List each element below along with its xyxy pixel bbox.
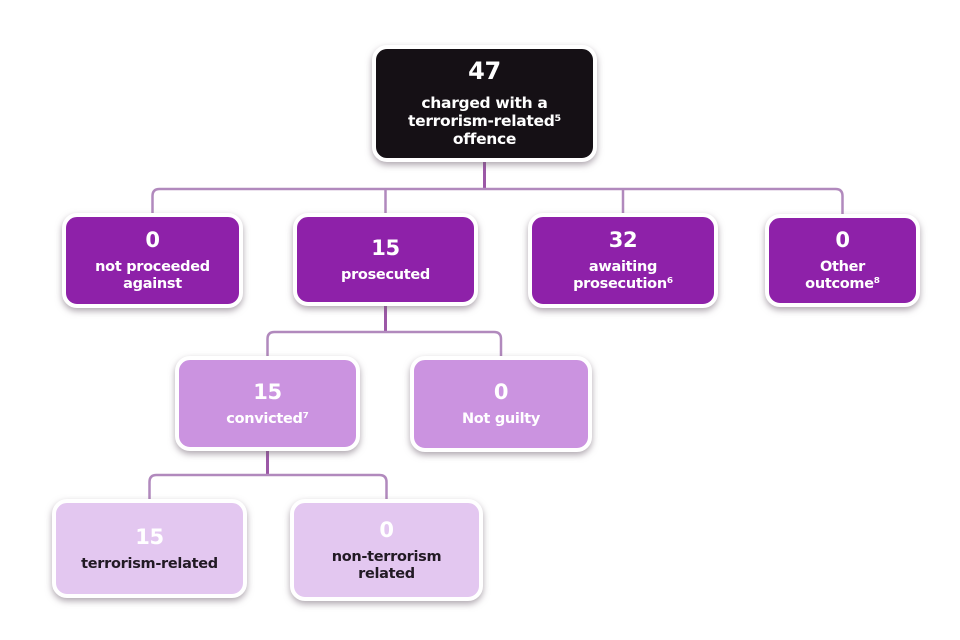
not-guilty-label: Not guilty xyxy=(461,411,541,428)
non-terrorism-related-label: non-terrorism related xyxy=(331,548,442,582)
awaiting-prosecution-label: awaiting prosecution⁶ xyxy=(573,259,673,293)
connector-row2-bracket xyxy=(151,187,844,215)
connector-row4-bracket xyxy=(148,473,388,500)
convicted-value: 15 xyxy=(253,379,282,404)
not-guilty-value: 0 xyxy=(493,380,509,405)
other-outcome-value: 0 xyxy=(835,228,850,253)
node-convicted: 15 convicted⁷ xyxy=(175,356,360,451)
node-not-guilty: 0 Not guilty xyxy=(410,356,592,452)
node-non-terrorism-related: 0 non-terrorism related xyxy=(290,499,483,601)
awaiting-prosecution-value: 32 xyxy=(608,228,638,253)
terrorism-related-label: terrorism-related xyxy=(81,555,218,572)
node-prosecuted: 15 prosecuted xyxy=(293,213,478,306)
charged-total-value: 47 xyxy=(468,57,501,86)
other-outcome-label: Other outcome⁸ xyxy=(805,259,880,293)
prosecuted-label: prosecuted xyxy=(340,266,431,283)
convicted-label: convicted⁷ xyxy=(226,410,309,427)
node-not-proceeded: 0 not proceeded against xyxy=(62,213,243,308)
node-charged-total: 47 charged with a terrorism-related⁵ off… xyxy=(372,45,597,162)
not-proceeded-value: 0 xyxy=(145,228,160,253)
not-proceeded-label: not proceeded against xyxy=(95,259,210,293)
charged-total-label: charged with a terrorism-related⁵ offenc… xyxy=(408,94,561,148)
node-other-outcome: 0 Other outcome⁸ xyxy=(765,214,920,307)
prosecuted-value: 15 xyxy=(371,235,400,260)
non-terrorism-related-value: 0 xyxy=(379,517,394,542)
connector-row3-bracket xyxy=(266,330,503,357)
node-awaiting-prosecution: 32 awaiting prosecution⁶ xyxy=(528,213,718,308)
terrorism-related-value: 15 xyxy=(135,524,164,549)
node-terrorism-related: 15 terrorism-related xyxy=(52,499,247,598)
